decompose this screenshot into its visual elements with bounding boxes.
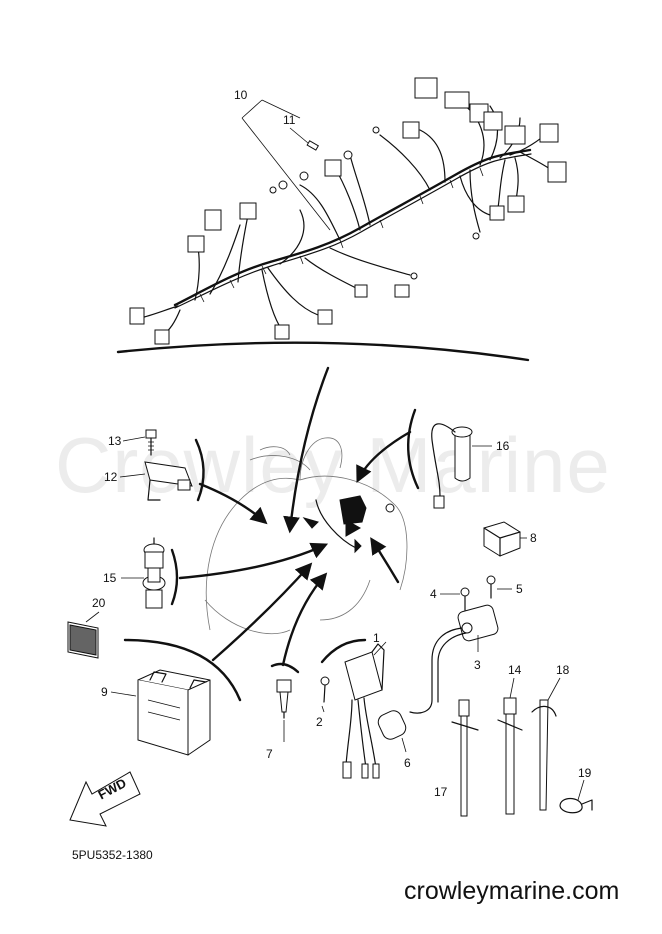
callout-6: 6: [404, 756, 411, 770]
callout-9: 9: [101, 685, 108, 699]
part-15-grommet: [142, 537, 166, 609]
callout-10: 10: [234, 88, 248, 102]
wire-harness: [129, 77, 567, 345]
callout-leaders: [85, 127, 585, 801]
part-9-battery: [137, 669, 211, 756]
part-13-bolt: [145, 429, 157, 456]
callout-2: 2: [316, 715, 323, 729]
site-footer: crowleymarine.com: [404, 877, 620, 905]
pointer-arrows: [178, 366, 412, 667]
harness-connectors: [129, 77, 567, 345]
center-modules: [302, 495, 395, 554]
part-18-band: [531, 699, 557, 811]
callout-13: 13: [108, 434, 122, 448]
callout-1: 1: [373, 631, 380, 645]
callout-15: 15: [103, 571, 117, 585]
callout-18: 18: [556, 663, 570, 677]
part-16-sensor: [431, 423, 473, 509]
part-19-clamp: [559, 797, 593, 814]
fwd-arrow: [69, 771, 141, 827]
callout-11: 11: [283, 113, 296, 127]
callout-20: 20: [92, 596, 106, 610]
part-20-fuse: [67, 621, 99, 659]
callout-7: 7: [266, 747, 273, 761]
part-12-bracket: [144, 461, 193, 501]
part-6-plug-cap: [377, 710, 407, 740]
part-8-relay: [483, 521, 521, 557]
part-2-screw: [320, 676, 330, 703]
divider-arc-left-15: [170, 548, 179, 606]
part-14-tie: [497, 697, 523, 815]
divider-arc-16: [407, 408, 420, 490]
part-1-cdi: [342, 643, 385, 779]
divider-arc-left-12: [194, 438, 205, 502]
callout-8: 8: [530, 531, 537, 545]
part-4-screw: [460, 587, 470, 611]
part-code: 5PU5352-1380: [72, 848, 153, 862]
part-3-coil: [409, 604, 499, 714]
callout-5: 5: [516, 582, 523, 596]
part-17-tie: [451, 699, 479, 817]
divider-arc-top: [116, 341, 530, 362]
callout-12: 12: [104, 470, 118, 484]
part-5-screw: [486, 575, 496, 599]
callout-4: 4: [430, 587, 437, 601]
divider-arc-2: [320, 638, 367, 664]
scooter-outline: [204, 437, 408, 635]
part-7-switch: [276, 679, 292, 719]
callout-17: 17: [434, 785, 448, 799]
divider-arc-left-9: [123, 638, 242, 702]
callout-3: 3: [474, 658, 481, 672]
divider-arc-7: [270, 662, 300, 674]
callout-19: 19: [578, 766, 592, 780]
callout-14: 14: [508, 663, 522, 677]
callout-16: 16: [496, 439, 510, 453]
